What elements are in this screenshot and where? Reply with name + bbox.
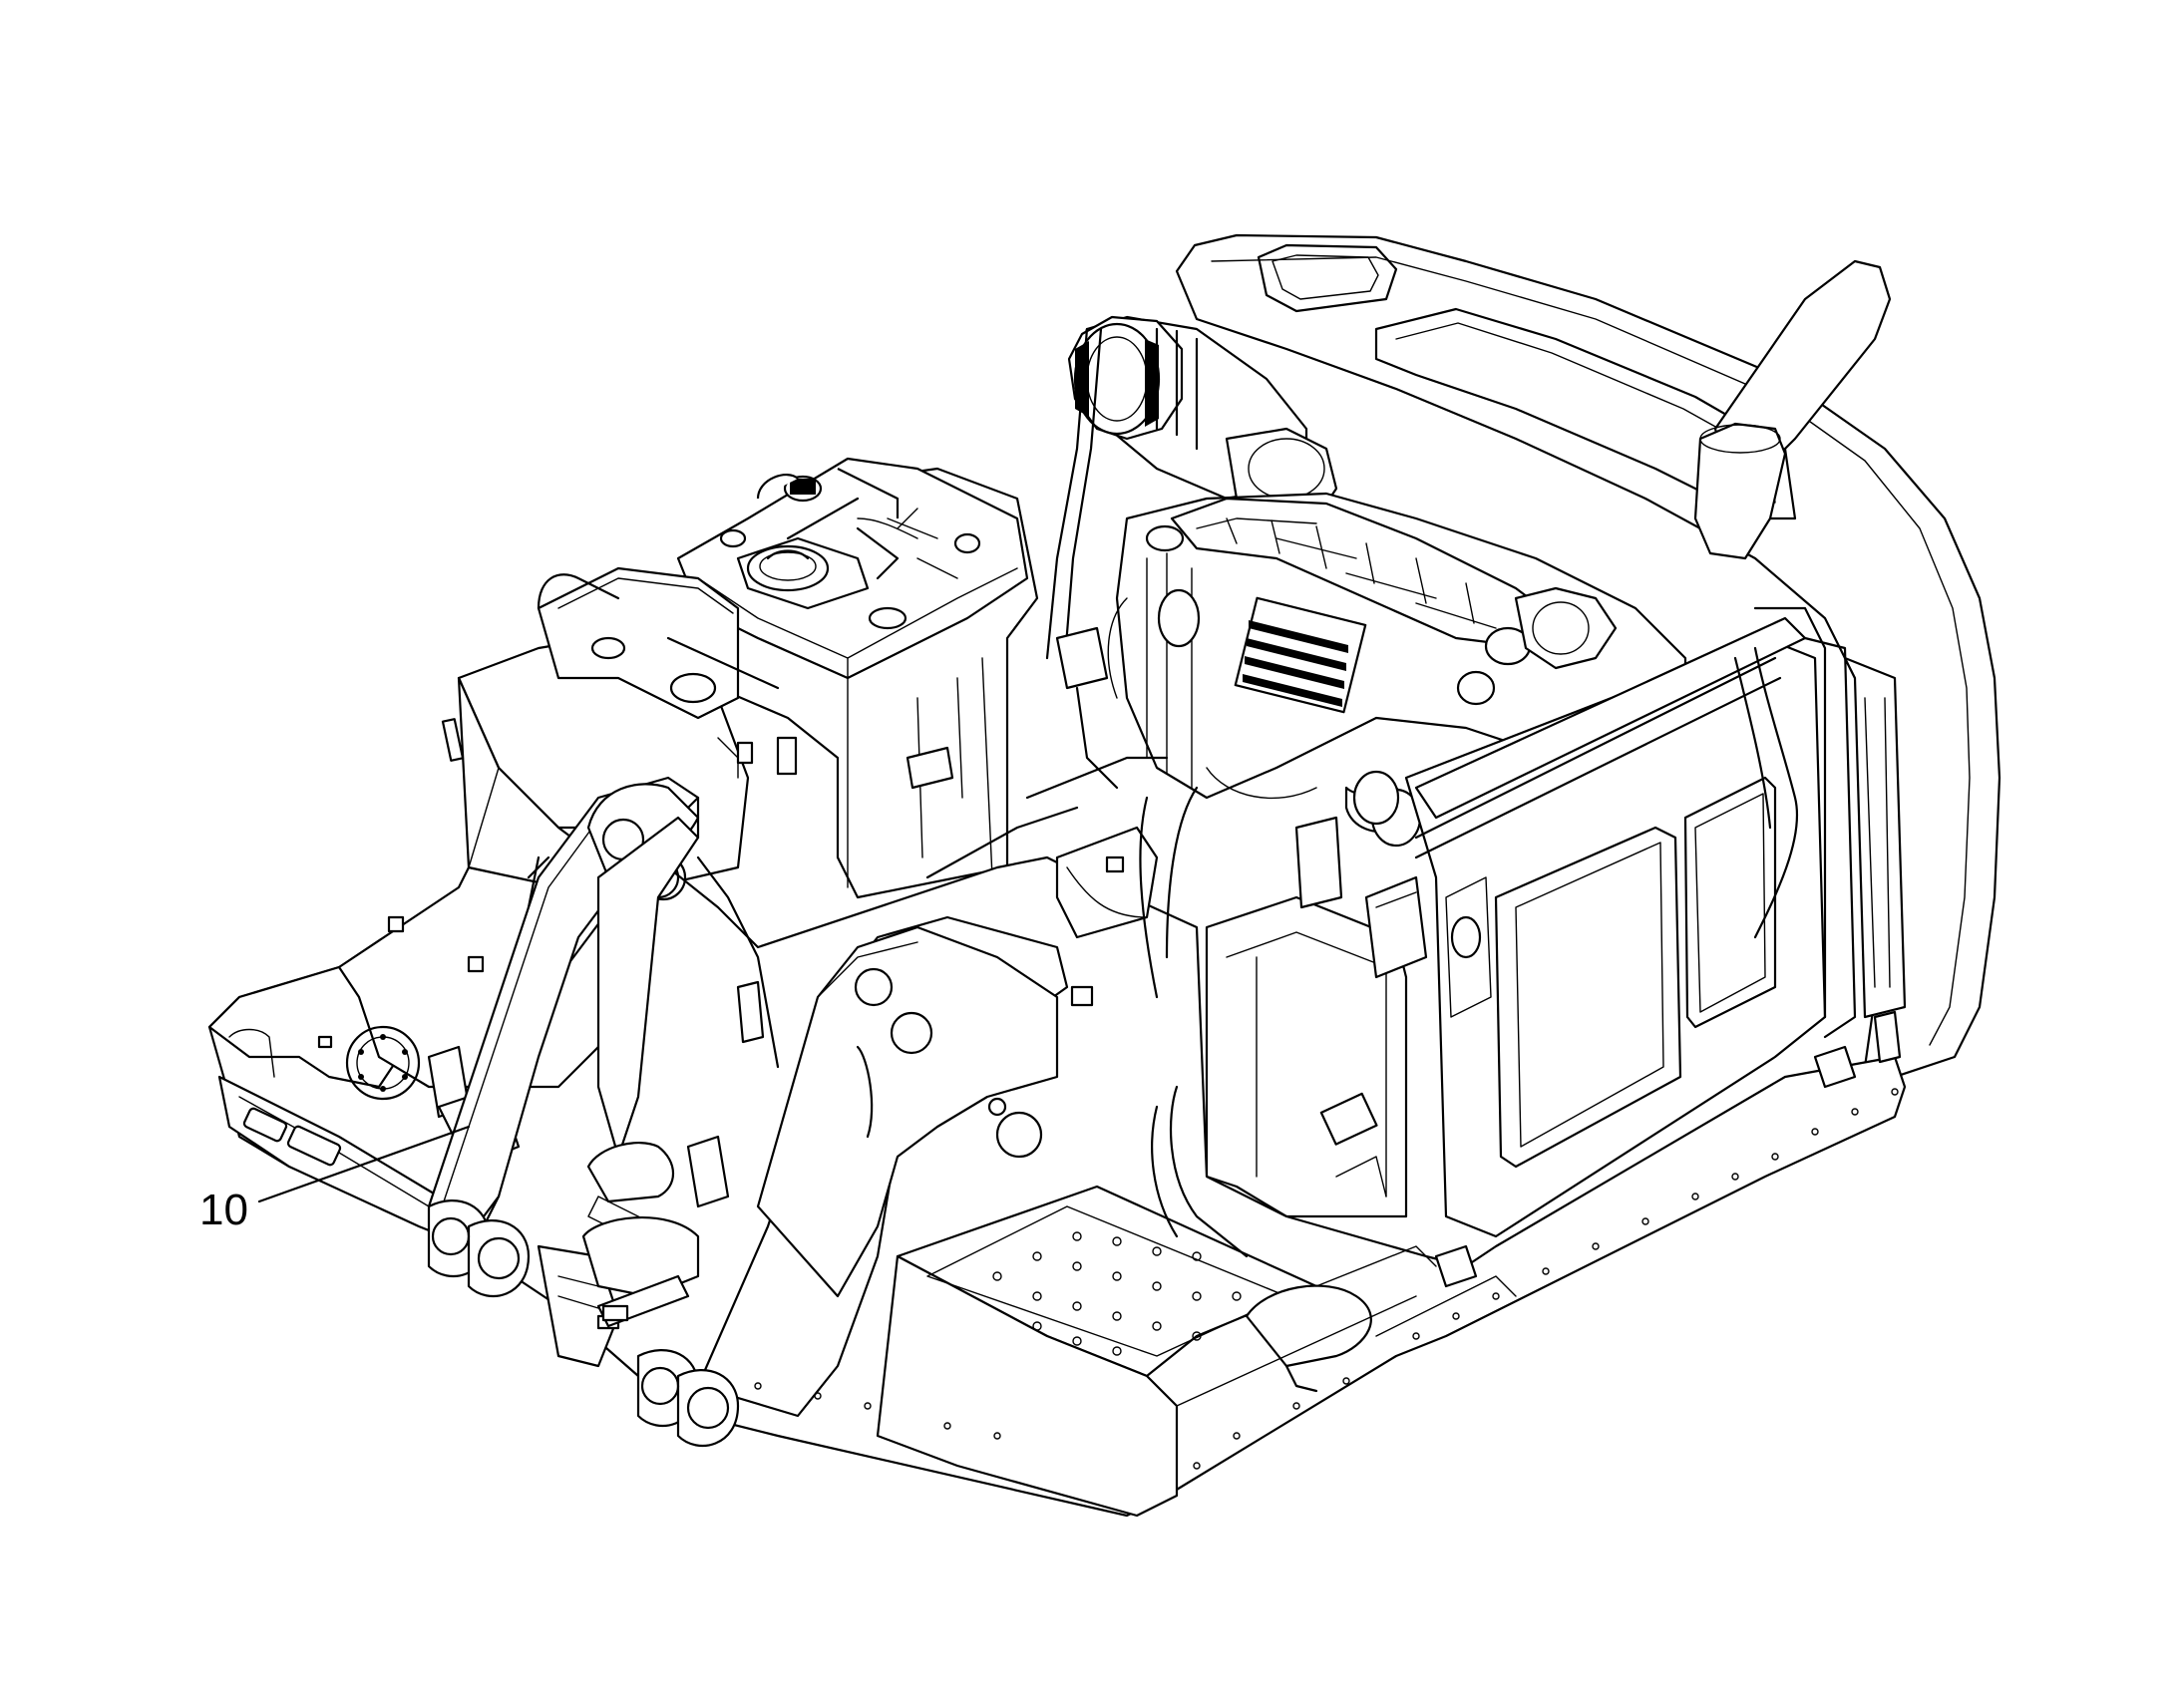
frame-bolts xyxy=(755,1012,1900,1469)
radiator-assembly xyxy=(1406,608,1905,1236)
callout-10: 10 xyxy=(199,1127,469,1234)
control-box xyxy=(1207,818,1426,1216)
callout-label: 10 xyxy=(199,1186,248,1234)
engine-block xyxy=(1108,494,1685,846)
air-cleaner xyxy=(1069,317,1336,518)
hydraulic-tank xyxy=(678,459,1037,897)
boom-foot-brackets xyxy=(429,778,1067,1446)
floor-holes xyxy=(993,1232,1241,1355)
leader-line xyxy=(259,1127,469,1201)
frame-details xyxy=(583,329,1247,1326)
floor-plate xyxy=(878,1187,1516,1516)
engine-hood xyxy=(1177,235,1999,1077)
exhaust-stack xyxy=(1695,261,1890,558)
